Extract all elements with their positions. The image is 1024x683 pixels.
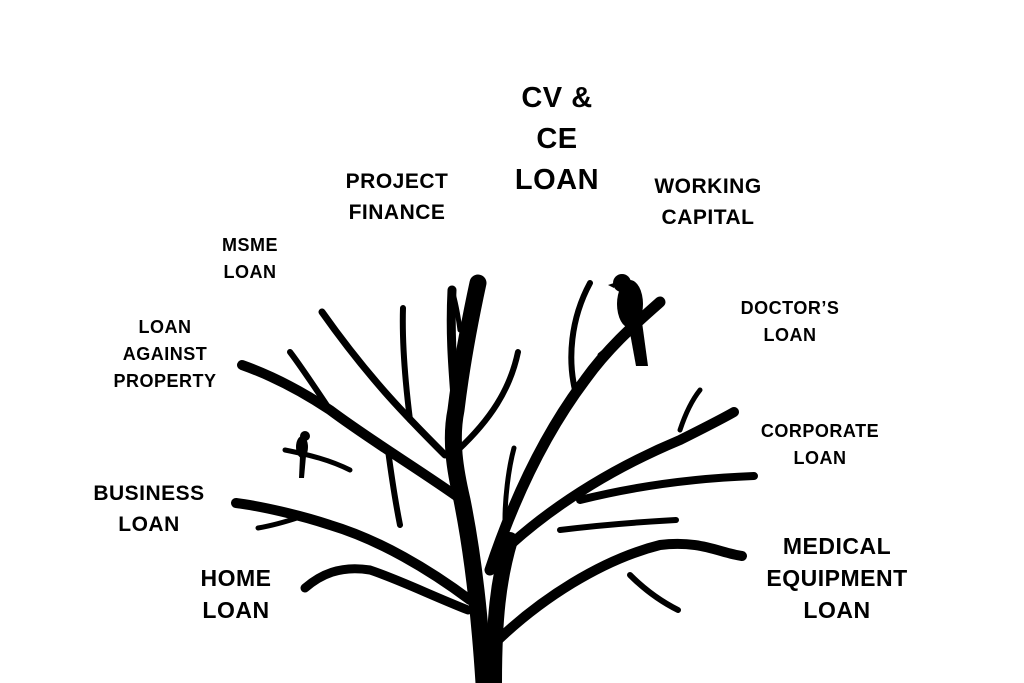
branch-lower-left — [231, 498, 475, 605]
branch-inner-left — [318, 308, 449, 459]
label-corporate-loan: CORPORATE LOAN — [760, 421, 880, 468]
bird-left — [296, 431, 310, 478]
label-business-loan: BUSINESS LOAN — [93, 482, 205, 536]
branch-right-mid2 — [576, 472, 758, 504]
branch-top-center — [446, 285, 461, 415]
label-working-capital: WORKING CAPITAL — [654, 175, 762, 229]
branch-right-mid-twig — [677, 387, 703, 433]
branch-low-left — [300, 564, 473, 615]
label-doctors-loan: DOCTOR’S LOAN — [740, 298, 840, 345]
branch-center-twig — [502, 445, 517, 523]
label-home-loan: HOME LOAN — [200, 565, 272, 623]
branch-left-bird — [282, 447, 353, 473]
branch-right-low-twig — [627, 572, 681, 613]
branch-right-up — [568, 280, 593, 393]
branch-mid-left-up — [385, 447, 403, 528]
label-cv-ce-loan: CV & CE LOAN — [514, 82, 600, 196]
label-medical-equipment-loan: MEDICAL EQUIPMENT LOAN — [766, 533, 908, 623]
branch-inner-left-2 — [399, 305, 413, 423]
branch-right-mid — [505, 407, 739, 550]
label-loan-against-property: LOAN AGAINST PROPERTY — [113, 317, 217, 391]
branch-right-low2 — [557, 517, 679, 533]
branch-inner-mid — [455, 349, 521, 453]
branch-right-low — [493, 538, 747, 645]
trunk-base-right — [486, 532, 518, 683]
branch-lower-left-twig — [255, 514, 303, 531]
branch-top-center-twig — [449, 287, 463, 333]
bird-right — [608, 274, 648, 366]
label-project-finance: PROJECT FINANCE — [345, 170, 449, 224]
branch-left-main — [237, 360, 467, 505]
trunk — [444, 274, 493, 683]
label-msme-loan: MSME LOAN — [222, 235, 278, 282]
branch-left-upper — [287, 349, 333, 413]
